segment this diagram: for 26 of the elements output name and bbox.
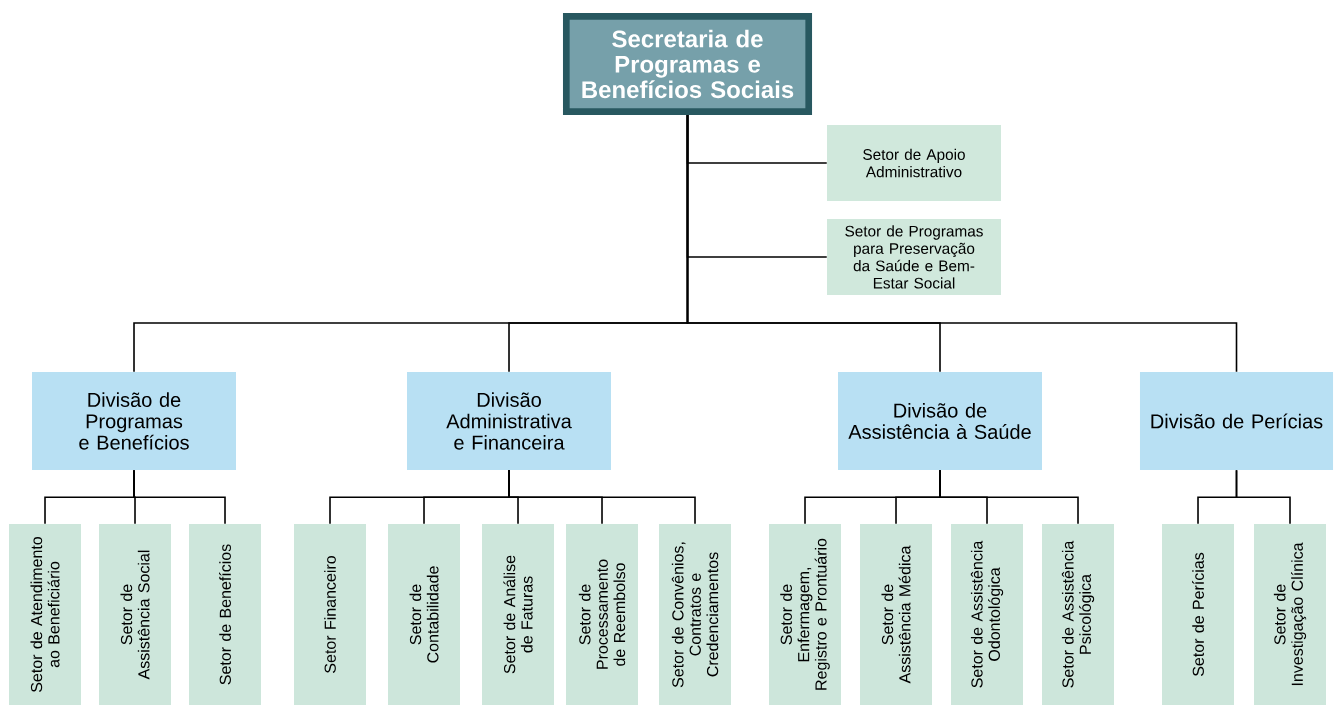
sector-box: Setor de Programas para Preservação da Saúde e Bem-Estar Social (827, 219, 1001, 295)
sector-box: Setor de Análise de Faturas (482, 523, 554, 705)
division-box: Divisão de Assistência à Saúde (838, 372, 1042, 470)
sector-box: Setor de Enfermagem, Registro e Prontuário (769, 523, 841, 705)
division-box: Divisão de Perícias (1140, 372, 1334, 470)
connector-line (508, 469, 696, 525)
sector-box: Setor de Assistência Psicológica (1042, 523, 1114, 705)
sector-box: Setor de Assistência Odontológica (951, 523, 1023, 705)
connector-line (1235, 469, 1291, 525)
connector-line (133, 469, 226, 525)
sector-box: Setor de Contabilidade (388, 523, 460, 705)
division-box: Divisão de Programas e Benefícios (32, 372, 236, 470)
sector-box: Setor de Apoio Administrativo (827, 125, 1001, 201)
sector-box: Setor de Atendimento ao Beneficiário (9, 523, 81, 705)
sector-box: Setor de Processamento de Reembolso (566, 523, 638, 705)
sector-box: Setor de Convênios, Contratos e Credenciamentos (659, 523, 731, 705)
sector-box: Setor de Benefícios (189, 523, 261, 705)
sector-box: Setor de Investigação Clínica (1254, 523, 1326, 705)
sector-box: Setor de Assistência Médica (860, 523, 932, 705)
connector-line (686, 114, 1238, 373)
sector-box: Setor Financeiro (294, 523, 366, 705)
sector-box: Setor de Perícias (1162, 523, 1234, 705)
sector-box: Setor de Assistência Social (99, 523, 171, 705)
connector-line (939, 469, 1079, 525)
division-box: Divisão Administrativa e Financeira (407, 372, 611, 470)
title-box: Secretaria de Programas e Benefícios Sociais (562, 13, 813, 115)
